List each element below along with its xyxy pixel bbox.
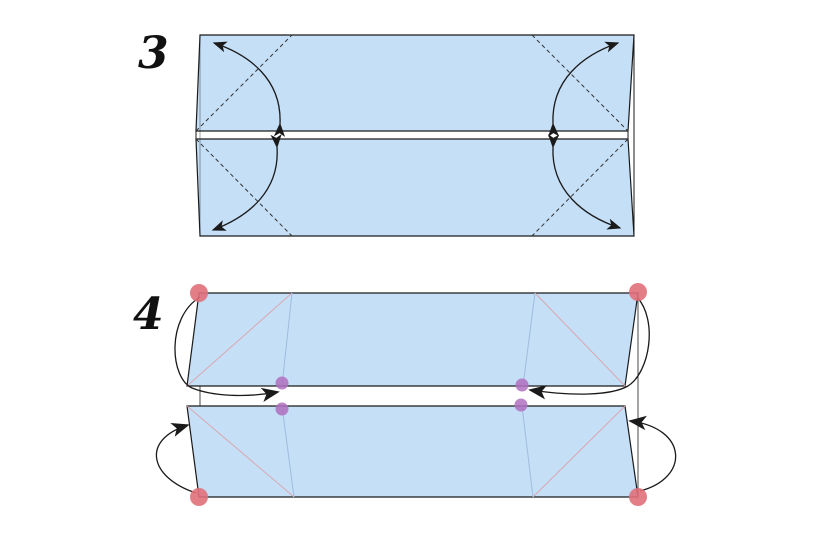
step-3-top-flap — [195, 34, 635, 132]
curved-fold-arrow-icon — [528, 296, 650, 400]
step-3: 3 — [138, 28, 635, 237]
curved-fold-arrow-icon — [174, 296, 280, 402]
curved-fold-arrow-icon — [155, 422, 197, 494]
step-4-diagonal-creases — [186, 292, 626, 498]
purple-dot-marker-icon — [514, 398, 528, 412]
red-dot-marker-icon — [629, 488, 647, 506]
red-dot-marker-icon — [190, 284, 208, 302]
step-4-fold-arrows — [155, 296, 677, 494]
purple-dot-marker-icon — [515, 378, 529, 392]
step-3-number: 3 — [138, 28, 169, 79]
step-4-vertical-creases — [281, 292, 536, 498]
curved-fold-arrow-icon — [547, 134, 622, 230]
purple-dot-marker-icon — [275, 402, 289, 416]
purple-dot-marker-icon — [275, 376, 289, 390]
step-3-fold-arrows — [211, 41, 622, 231]
step-4-top-band — [186, 292, 639, 387]
curved-fold-arrow-icon — [212, 41, 286, 137]
curved-fold-arrow-icon — [628, 415, 677, 492]
red-dot-marker-icon — [190, 488, 208, 506]
curved-fold-arrow-icon — [547, 41, 620, 137]
step-4-corner-markers — [190, 283, 647, 506]
step-4-bottom-band — [186, 405, 639, 498]
red-dot-marker-icon — [629, 283, 647, 301]
curved-fold-arrow-icon — [211, 134, 282, 231]
step-3-bottom-flap — [195, 138, 635, 237]
step-4-number: 4 — [133, 289, 164, 340]
step-4-inner-markers — [275, 376, 529, 416]
step-4: 4 — [133, 283, 677, 506]
